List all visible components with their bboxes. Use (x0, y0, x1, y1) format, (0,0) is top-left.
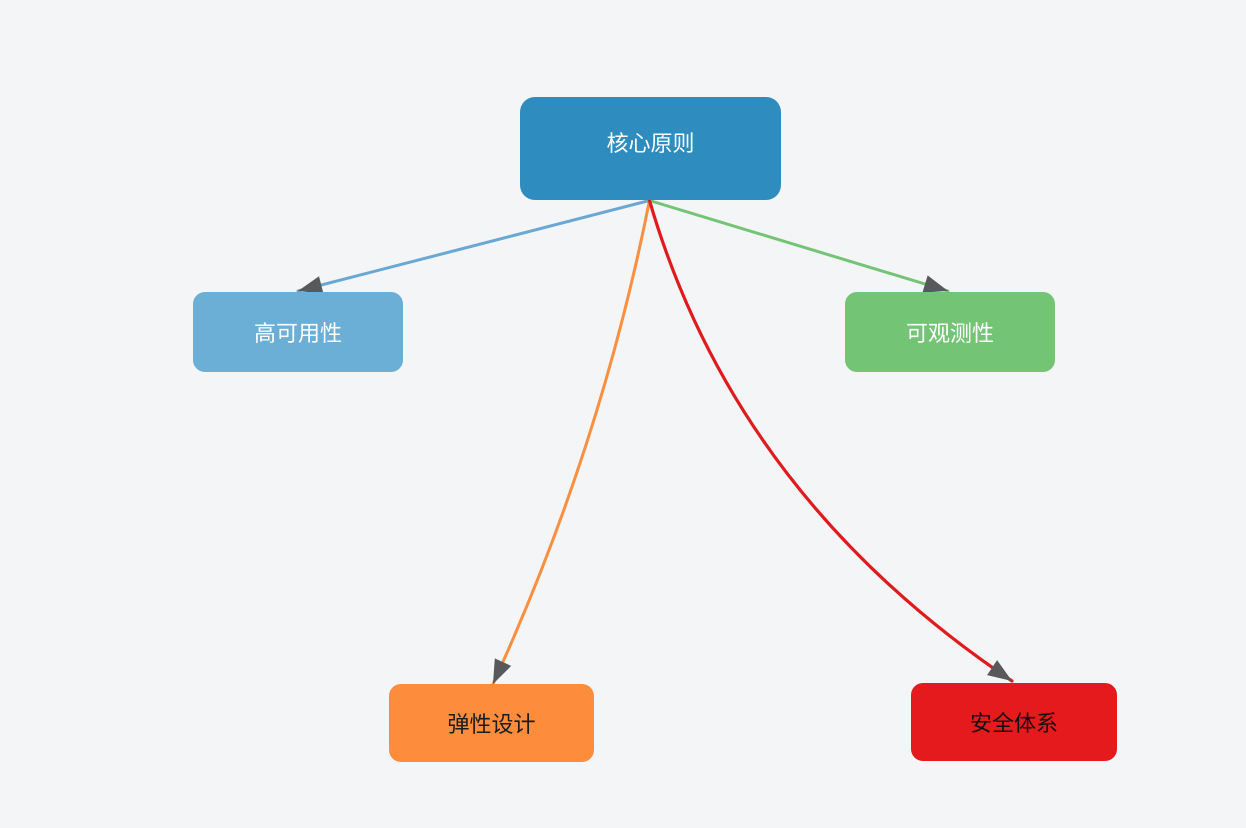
edge-core-to-observability (648, 199, 950, 293)
node-resilient-design[interactable]: 弹性设计 (389, 684, 594, 762)
node-high-availability-label: 高可用性 (253, 321, 342, 346)
node-security-system-label: 安全体系 (969, 711, 1058, 736)
edge-core-to-security-system (647, 198, 1014, 683)
node-core-principles[interactable]: 核心原则 (520, 97, 781, 200)
node-core-principles-label: 核心原则 (606, 131, 695, 156)
node-observability-label: 可观测性 (905, 321, 994, 346)
node-resilient-design-label: 弹性设计 (447, 712, 536, 737)
node-security-system[interactable]: 安全体系 (911, 683, 1117, 761)
edge-core-to-resilient-design (491, 199, 651, 686)
node-high-availability[interactable]: 高可用性 (193, 292, 403, 372)
edge-core-to-high-availability (296, 199, 651, 294)
node-observability[interactable]: 可观测性 (845, 292, 1055, 372)
